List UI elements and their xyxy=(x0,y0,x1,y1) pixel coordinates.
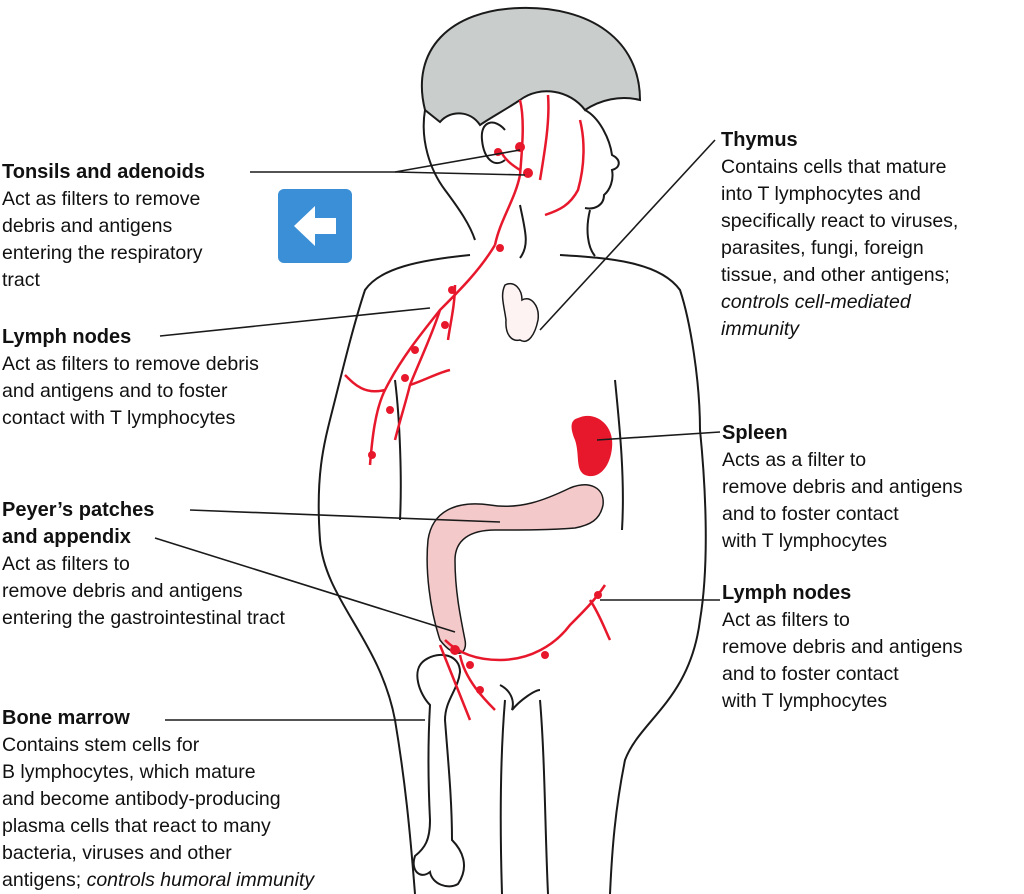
spleen-organ xyxy=(572,416,613,476)
arrow-left-icon xyxy=(278,189,352,263)
text-plain: antigens; xyxy=(2,869,87,891)
lymph-vessels xyxy=(345,95,610,720)
text-line: and to foster contact xyxy=(722,501,963,528)
text-line: and to foster contact xyxy=(722,661,963,688)
text-line: remove debris and antigens xyxy=(2,578,285,605)
text-line: with T lymphocytes xyxy=(722,528,963,555)
text-line: with T lymphocytes xyxy=(722,688,963,715)
label-thymus: Thymus Contains cells that mature into T… xyxy=(721,127,958,343)
text-line: contact with T lymphocytes xyxy=(2,405,259,432)
neck xyxy=(520,205,595,258)
text-line: entering the respiratory xyxy=(2,240,205,267)
femur xyxy=(414,655,464,886)
text-line: bacteria, viruses and other xyxy=(2,840,314,867)
text-line: Act as filters to remove xyxy=(2,186,205,213)
text-line: into T lymphocytes and xyxy=(721,181,958,208)
text-line: Contains cells that mature xyxy=(721,154,958,181)
text-line: Act as filters to xyxy=(2,551,285,578)
heading-lymph-nodes-left: Lymph nodes xyxy=(2,324,259,351)
inner-leg xyxy=(501,700,548,894)
text-line: remove debris and antigens xyxy=(722,474,963,501)
text-line: and become antibody-producing xyxy=(2,786,314,813)
text-line: entering the gastrointestinal tract xyxy=(2,605,285,632)
hair xyxy=(422,8,640,125)
text-line: B lymphocytes, which mature xyxy=(2,759,314,786)
label-lymph-nodes-right: Lymph nodes Act as filters to remove deb… xyxy=(722,580,963,715)
text-italic-line: immunity xyxy=(721,316,958,343)
heading-thymus: Thymus xyxy=(721,127,958,154)
text-line: Acts as a filter to xyxy=(722,447,963,474)
text-line-last: antigens; controls humoral immunity xyxy=(2,867,314,894)
lymph-node-dots xyxy=(368,142,602,694)
ear xyxy=(482,123,505,163)
heading-peyers-1: Peyer’s patches xyxy=(2,497,285,524)
text-line: Contains stem cells for xyxy=(2,732,314,759)
text-line: debris and antigens xyxy=(2,213,205,240)
text-line: remove debris and antigens xyxy=(722,634,963,661)
pelvis xyxy=(500,685,540,710)
label-bone-marrow: Bone marrow Contains stem cells for B ly… xyxy=(2,705,314,894)
text-line: tract xyxy=(2,267,205,294)
heading-lymph-nodes-right: Lymph nodes xyxy=(722,580,963,607)
text-line: parasites, fungi, foreign xyxy=(721,235,958,262)
label-spleen: Spleen Acts as a filter to remove debris… xyxy=(722,420,963,555)
back-button[interactable] xyxy=(278,189,352,263)
text-line: specifically react to viruses, xyxy=(721,208,958,235)
label-tonsils-adenoids: Tonsils and adenoids Act as filters to r… xyxy=(2,159,205,294)
arm-inner-left xyxy=(395,380,401,520)
label-lymph-nodes-left: Lymph nodes Act as filters to remove deb… xyxy=(2,324,259,432)
heading-spleen: Spleen xyxy=(722,420,963,447)
text-line: tissue, and other antigens; xyxy=(721,262,958,289)
text-line: Act as filters to remove debris xyxy=(2,351,259,378)
thymus-organ xyxy=(503,284,539,342)
body-outline-right xyxy=(560,255,706,894)
large-intestine xyxy=(427,485,603,653)
heading-peyers-2: and appendix xyxy=(2,524,285,551)
heading-bone-marrow: Bone marrow xyxy=(2,705,314,732)
label-peyers-patches: Peyer’s patches and appendix Act as filt… xyxy=(2,497,285,632)
heading-tonsils: Tonsils and adenoids xyxy=(2,159,205,186)
text-line: Act as filters to xyxy=(722,607,963,634)
text-line: plasma cells that react to many xyxy=(2,813,314,840)
arm-inner-right xyxy=(615,380,623,530)
text-line: and antigens and to foster xyxy=(2,378,259,405)
text-italic-line: controls cell-mediated xyxy=(721,289,958,316)
text-italic: controls humoral immunity xyxy=(87,869,315,891)
